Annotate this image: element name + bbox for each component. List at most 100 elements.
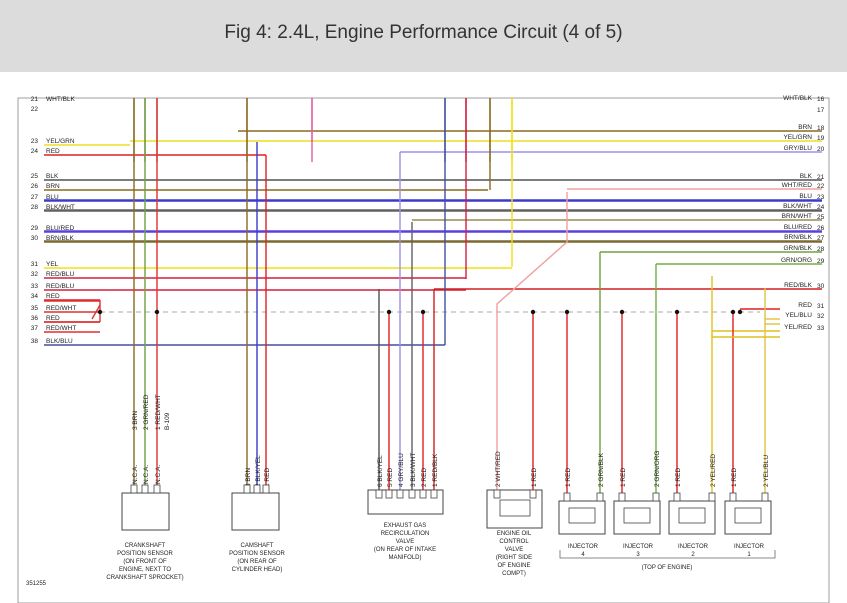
right-wire-number: 28 xyxy=(817,246,825,253)
injector-number: 1 xyxy=(747,552,751,558)
crank-nca-label: N.C.A. xyxy=(143,465,150,484)
crank-caption: (ON FRONT OF xyxy=(123,559,167,565)
crank-pin xyxy=(141,484,149,494)
injector-pin-label: 1 RED xyxy=(731,468,738,487)
left-wire-label: RED/WHT xyxy=(46,305,76,312)
right-wire-number: 29 xyxy=(817,258,825,265)
right-wire-number: 22 xyxy=(817,183,825,190)
injector-pin xyxy=(596,492,604,502)
figure-title: Fig 4: 2.4L, Engine Performance Circuit … xyxy=(224,22,623,43)
right-wire-number: 33 xyxy=(817,325,825,332)
egr-caption: EXHAUST GAS xyxy=(384,523,427,529)
right-wire-number: 27 xyxy=(817,235,825,242)
right-wire-number: 16 xyxy=(817,96,825,103)
figure-header: Fig 4: 2.4L, Engine Performance Circuit … xyxy=(0,0,847,72)
left-wire-number: 32 xyxy=(31,271,39,278)
cam-connector-body xyxy=(231,492,280,531)
egr-pin xyxy=(419,489,427,499)
injector-pin xyxy=(563,492,571,502)
egr-pin xyxy=(396,489,404,499)
oil-connector-inner xyxy=(499,499,531,517)
left-wire-number: 37 xyxy=(31,325,39,332)
left-wire-label: BLU/RED xyxy=(46,225,74,232)
left-wire-label: WHT/BLK xyxy=(46,96,76,103)
cam-pin-label: 1 RED xyxy=(264,468,271,487)
right-wire-label: BRN/BLK xyxy=(784,234,812,241)
left-wire-label: BRN xyxy=(46,183,60,190)
right-wire-number: 20 xyxy=(817,146,825,153)
left-wire-label: BLK/WHT xyxy=(46,204,75,211)
left-wire-label: BLK/BLU xyxy=(46,338,73,345)
crank-pin-label: 3 BRN xyxy=(132,411,139,430)
right-wire-number: 32 xyxy=(817,313,825,320)
diagram-border xyxy=(17,97,830,603)
injector-caption: INJECTOR xyxy=(568,544,599,550)
left-wire-label: RED xyxy=(46,293,60,300)
egr-pin xyxy=(385,489,393,499)
crank-caption: CRANKSHAFT xyxy=(125,543,166,549)
splice-dot xyxy=(530,309,536,315)
right-wire-label: GRN/ORG xyxy=(781,257,812,264)
left-wire-number: 38 xyxy=(31,338,39,345)
left-wire-label: BLK xyxy=(46,173,59,180)
right-wire-label: WHT/RED xyxy=(782,182,813,189)
splice-dot xyxy=(619,309,625,315)
oil-pin-label: 1 RED xyxy=(531,468,538,487)
crank-pin xyxy=(153,484,161,494)
cam-pin-label: 2 BLK/YEL xyxy=(255,455,262,487)
injector-caption: INJECTOR xyxy=(623,544,654,550)
egr-pin-label: 4 GRY/BLU xyxy=(398,453,405,487)
left-wire-label: RED xyxy=(46,315,60,322)
egr-pin xyxy=(375,489,383,499)
injector-caption: INJECTOR xyxy=(734,544,765,550)
oil-caption: (RIGHT SIDE xyxy=(496,555,532,561)
top-of-engine-bracket xyxy=(559,550,776,559)
egr-pin-label: 1 RED/BLK xyxy=(432,453,439,487)
splice-dot xyxy=(420,309,426,315)
splice-dot xyxy=(737,309,743,315)
figure-id: 351255 xyxy=(26,581,47,587)
injector-pin xyxy=(652,492,660,502)
oil-caption: OF ENGINE xyxy=(497,563,530,569)
injector-connector-inner xyxy=(734,507,762,524)
cam-pin xyxy=(262,484,270,494)
oil-pin xyxy=(529,489,537,499)
left-wire-number: 34 xyxy=(31,293,39,300)
oil-caption: CONTROL xyxy=(499,539,529,545)
right-wire-label: BLU/RED xyxy=(784,224,812,231)
oil-pin-label: 2 WHT/RED xyxy=(495,451,502,487)
injector-connector-inner xyxy=(678,507,706,524)
injector-number: 4 xyxy=(581,552,585,558)
left-wire-number: 25 xyxy=(31,173,39,180)
right-wire-number: 17 xyxy=(817,107,825,114)
right-wire-label: BLK xyxy=(800,173,813,180)
left-wire-number: 31 xyxy=(31,261,39,268)
right-wire-number: 31 xyxy=(817,303,825,310)
right-wire-label: YEL/BLU xyxy=(785,312,812,319)
left-wire-number: 21 xyxy=(31,96,39,103)
injector-connector-inner xyxy=(568,507,596,524)
right-wire-number: 18 xyxy=(817,125,825,132)
right-wire-label: BLK/WHT xyxy=(783,203,812,210)
left-wire-number: 30 xyxy=(31,235,39,242)
right-wire-number: 23 xyxy=(817,194,825,201)
injector-pin-label: 2 YEL/RED xyxy=(710,454,717,487)
crank-pin-label: 2 GRN/RED xyxy=(143,394,150,430)
right-wire-number: 26 xyxy=(817,225,825,232)
right-wire-number: 21 xyxy=(817,174,825,181)
oil-pin xyxy=(493,489,501,499)
injector-pin xyxy=(729,492,737,502)
crank-pin xyxy=(130,484,138,494)
oil-caption: COMPT) xyxy=(502,571,526,577)
splice-dot xyxy=(730,309,736,315)
cam-caption: POSITION SENSOR xyxy=(229,551,285,557)
right-wire-number: 19 xyxy=(817,135,825,142)
injector-pin-label: 1 RED xyxy=(620,468,627,487)
left-wire-label: RED/BLU xyxy=(46,283,74,290)
cam-caption: CAMSHAFT xyxy=(241,543,274,549)
right-wire-number: 30 xyxy=(817,283,825,290)
crank-caption: CRANKSHAFT SPROCKET) xyxy=(106,575,183,581)
injector-pin xyxy=(673,492,681,502)
injector-caption: INJECTOR xyxy=(678,544,709,550)
injector-pin-label: 2 GRN/ORG xyxy=(654,451,661,487)
